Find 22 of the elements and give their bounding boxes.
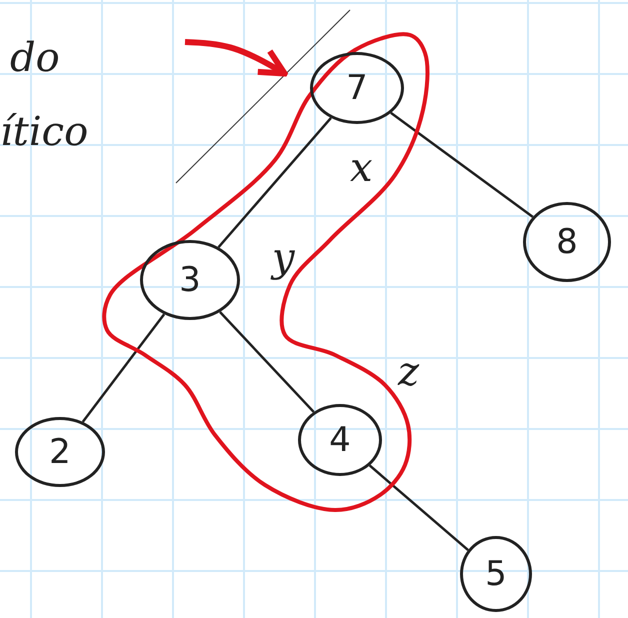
node-number: 3 (179, 260, 201, 300)
tree-node (310, 52, 404, 124)
tree-edge (219, 311, 315, 413)
node-number: 2 (49, 432, 71, 472)
node-number: 7 (346, 68, 368, 108)
tree-edge (218, 117, 332, 248)
tree-edge (368, 464, 469, 551)
tree-node (140, 240, 240, 320)
tree-node (15, 417, 105, 487)
node-number: 8 (556, 222, 578, 262)
tree-node (460, 536, 532, 612)
tree-node (298, 404, 382, 476)
handwritten-text: ítico (0, 112, 88, 152)
tree-edge (390, 112, 534, 218)
arrow (184, 39, 288, 76)
node-number: 5 (485, 554, 507, 594)
variable-label: x (350, 148, 373, 188)
node-number: 4 (329, 420, 351, 460)
handwritten-text: do (10, 38, 60, 78)
variable-label: z (398, 352, 420, 392)
tree-node (523, 202, 611, 282)
variable-label: y (272, 238, 295, 278)
